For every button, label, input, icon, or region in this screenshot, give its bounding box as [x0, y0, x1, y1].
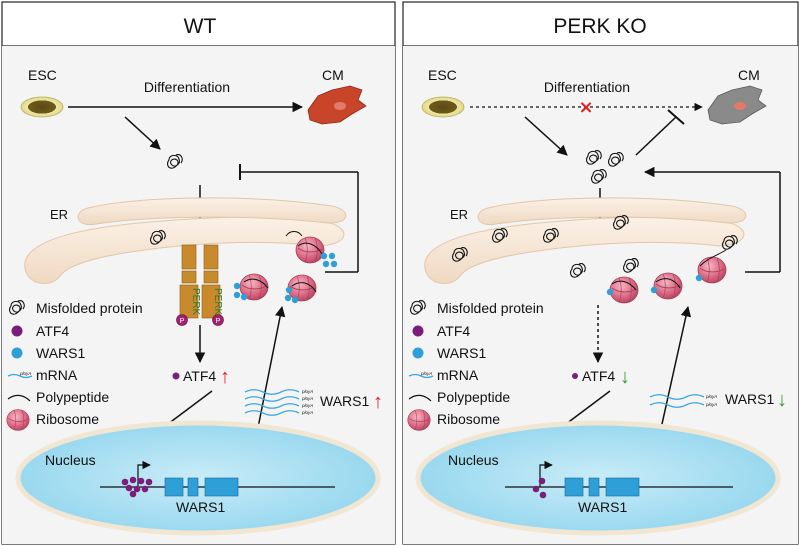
- svg-text:mRNA: mRNA: [36, 367, 78, 383]
- svg-text:WARS1: WARS1: [437, 345, 486, 361]
- legend: Misfolded protein ATF4 WARS1 ployA mRNA …: [6, 300, 143, 431]
- block-cross-icon: ×: [578, 97, 593, 118]
- svg-text:P: P: [180, 318, 185, 325]
- wars1-ko-down-arrow: ↓: [777, 389, 787, 411]
- svg-text:ER: ER: [450, 207, 468, 222]
- panel-ko: ESC Differentiation × CM ER: [407, 67, 787, 536]
- ribosomes: [233, 231, 338, 304]
- svg-text:mRNA: mRNA: [437, 367, 479, 383]
- esc-label: ESC: [28, 67, 57, 83]
- differentiation-label: Differentiation: [144, 79, 230, 95]
- ribosomes-ko: [606, 249, 727, 304]
- svg-text:Differentiation: Differentiation: [544, 79, 630, 95]
- svg-text:PERK: PERK: [190, 288, 201, 316]
- cm-label: CM: [322, 67, 344, 83]
- svg-text:Nucleus: Nucleus: [448, 452, 499, 468]
- svg-text:ployA: ployA: [705, 394, 717, 399]
- legend-ko: Misfolded protein ATF4 WARS1 ployA mRNA …: [407, 300, 544, 431]
- atf4-wt-label: ATF4: [183, 368, 216, 384]
- svg-text:P: P: [216, 318, 221, 325]
- atf4-ko-down-arrow: ↓: [620, 366, 630, 388]
- atf4-ko-label: ATF4: [582, 368, 615, 384]
- svg-text:Misfolded protein: Misfolded protein: [36, 300, 143, 316]
- svg-text:ATF4: ATF4: [437, 323, 470, 339]
- svg-text:Polypeptide: Polypeptide: [36, 389, 109, 405]
- svg-text:Misfolded protein: Misfolded protein: [437, 300, 544, 316]
- svg-text:ATF4: ATF4: [36, 323, 69, 339]
- wars1-mrna-wt: ployA ployA ployA ployA: [244, 389, 313, 416]
- svg-text:PERK: PERK: [212, 288, 223, 316]
- svg-text:ployA: ployA: [705, 402, 717, 407]
- svg-text:ployA: ployA: [301, 389, 313, 394]
- svg-text:ployA: ployA: [420, 371, 432, 376]
- svg-text:Polypeptide: Polypeptide: [437, 389, 510, 405]
- svg-text:WARS1: WARS1: [36, 345, 85, 361]
- atf4-wt-up-arrow: ↑: [220, 366, 230, 388]
- svg-text:WARS1: WARS1: [578, 499, 627, 515]
- svg-text:Ribosome: Ribosome: [36, 411, 99, 427]
- panel-wt-title: WT: [184, 15, 217, 38]
- svg-text:ployA: ployA: [301, 396, 313, 401]
- svg-text:CM: CM: [738, 67, 760, 83]
- wars1-mrna-ko: ployA ployA: [649, 394, 717, 408]
- wars1-mrna-wt-label: WARS1: [320, 393, 369, 409]
- wars1-wt-up-arrow: ↑: [373, 391, 383, 413]
- svg-text:ployA: ployA: [301, 410, 313, 415]
- svg-text:ESC: ESC: [428, 67, 457, 83]
- atf4-cluster: [121, 476, 153, 498]
- wars1-mrna-ko-label: WARS1: [725, 391, 774, 407]
- esc-cell: [20, 96, 64, 118]
- er-membrane: [24, 216, 345, 284]
- perk-dimer: PERK PERK P P: [176, 244, 224, 326]
- svg-text:ployA: ployA: [19, 371, 31, 376]
- svg-text:ployA: ployA: [301, 403, 313, 408]
- nucleus-wt-label: Nucleus: [45, 452, 96, 468]
- svg-text:Ribosome: Ribosome: [437, 411, 500, 427]
- er-label: ER: [50, 207, 68, 222]
- wars1-gene-wt-label: WARS1: [176, 499, 225, 515]
- panel-wt: ESC Differentiation CM ER PERK PERK: [6, 67, 383, 536]
- panel-ko-title: PERK KO: [553, 15, 646, 38]
